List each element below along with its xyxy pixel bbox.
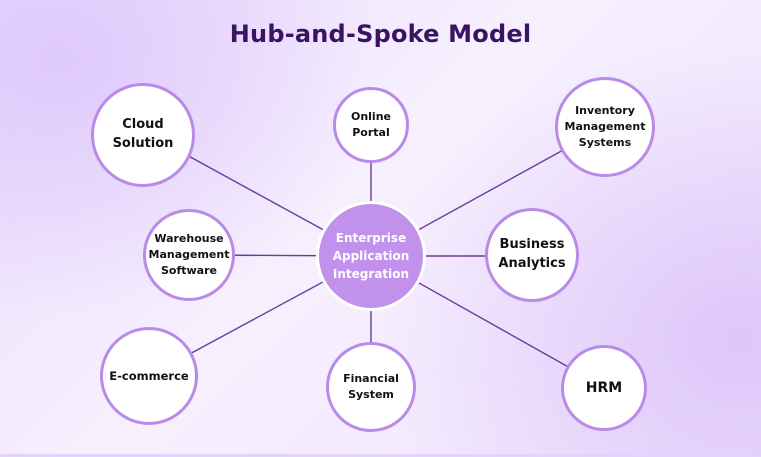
spoke-node-warehouse-management-software: Warehouse Management Software (143, 209, 235, 301)
spoke-node-financial-system: Financial System (326, 342, 416, 432)
spoke-label: Business Analytics (498, 237, 566, 271)
hub-node-enterprise-application-integration: Enterprise Application Integration (316, 201, 426, 311)
spoke-node-cloud-solution: Cloud Solution (91, 83, 195, 187)
spoke-node-hrm: HRM (561, 345, 647, 431)
spoke-node-inventory-management-systems: Inventory Management Systems (555, 77, 655, 177)
spoke-label: E-commerce (109, 368, 189, 383)
hub-label: Enterprise Application Integration (332, 231, 410, 281)
spoke-label: Warehouse Management Software (148, 232, 230, 277)
diagram-title: Hub-and-Spoke Model (229, 20, 532, 48)
spoke-label: Inventory Management Systems (564, 104, 646, 149)
spoke-label: HRM (585, 379, 623, 396)
spoke-node-online-portal: Online Portal (333, 87, 409, 163)
spoke-label: Cloud Solution (112, 117, 174, 151)
spoke-label: Online Portal (350, 110, 391, 139)
spoke-label: Financial System (343, 372, 399, 401)
spoke-node-e-commerce: E-commerce (100, 327, 198, 425)
spoke-node-business-analytics: Business Analytics (485, 208, 579, 302)
